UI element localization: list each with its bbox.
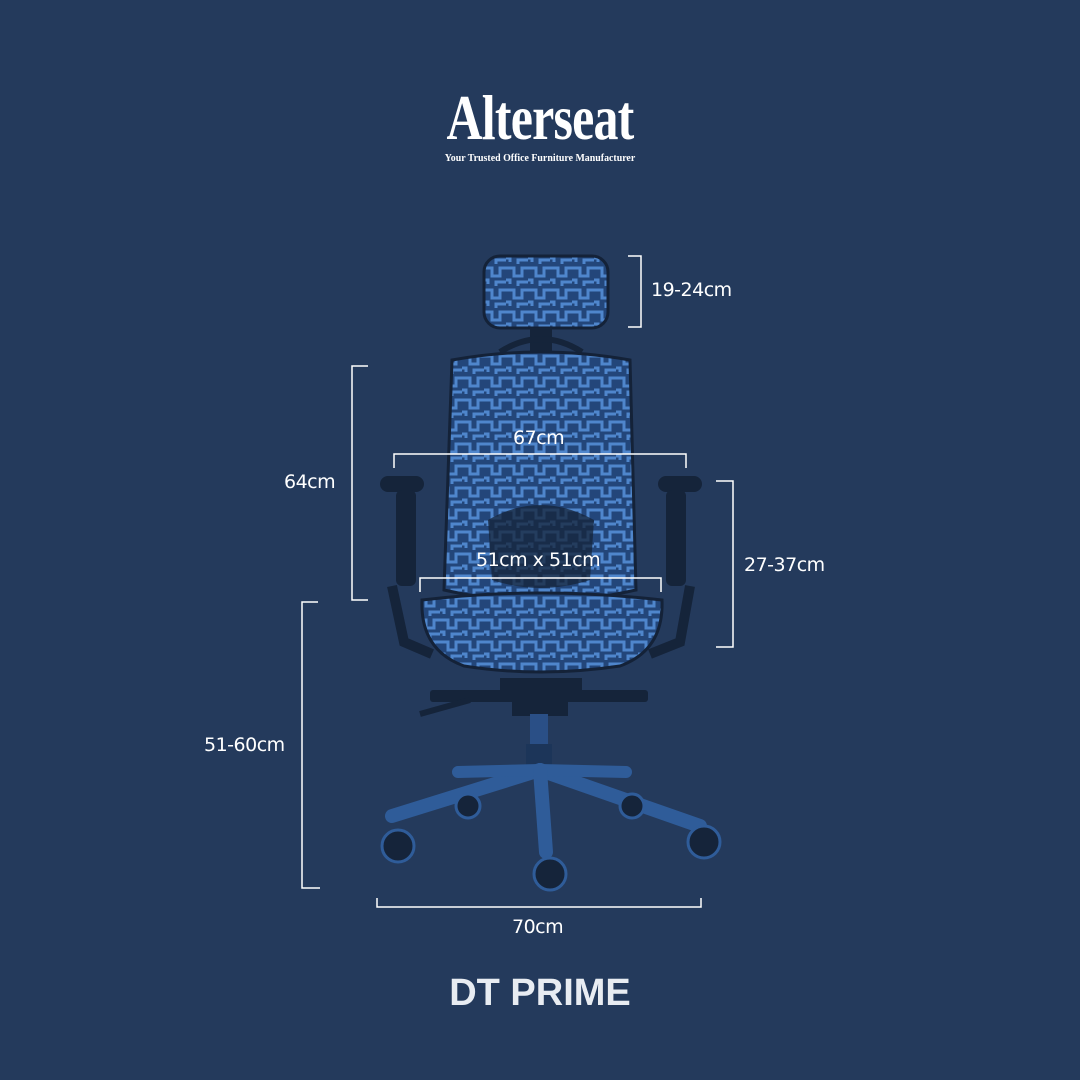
armrest-width-bracket <box>393 453 687 468</box>
product-name: DT PRIME <box>449 972 631 1014</box>
seat-height-dimension: 51-60cm <box>204 734 285 756</box>
headrest-dimension: 19-24cm <box>651 279 732 301</box>
base-width-dimension: 70cm <box>512 916 564 938</box>
right-armrest <box>648 476 702 659</box>
seat-height-bracket <box>301 601 320 889</box>
backrest <box>442 350 638 603</box>
armrest-width-dimension: 67cm <box>513 427 565 449</box>
armrest-height-dimension: 27-37cm <box>744 554 825 576</box>
chair-base <box>385 763 707 859</box>
seat-size-dimension: 51cm x 51cm <box>476 549 601 571</box>
seat-cushion <box>420 591 664 698</box>
seat-mechanism <box>419 690 648 717</box>
base-width-bracket <box>376 898 702 908</box>
armrest-height-bracket <box>716 480 734 648</box>
gas-cylinder <box>526 714 552 768</box>
dimension-lines <box>301 255 734 908</box>
headrest <box>482 254 610 355</box>
backrest-height-dimension: 64cm <box>284 471 336 493</box>
backrest-bracket <box>351 365 368 601</box>
headrest-bracket <box>628 255 642 328</box>
brand-tagline: Your Trusted Office Furniture Manufactur… <box>444 152 636 164</box>
caster-wheels <box>380 792 722 892</box>
seat-size-bracket <box>419 577 662 592</box>
brand-logo: Alterseat <box>446 82 634 153</box>
left-armrest <box>380 476 434 659</box>
